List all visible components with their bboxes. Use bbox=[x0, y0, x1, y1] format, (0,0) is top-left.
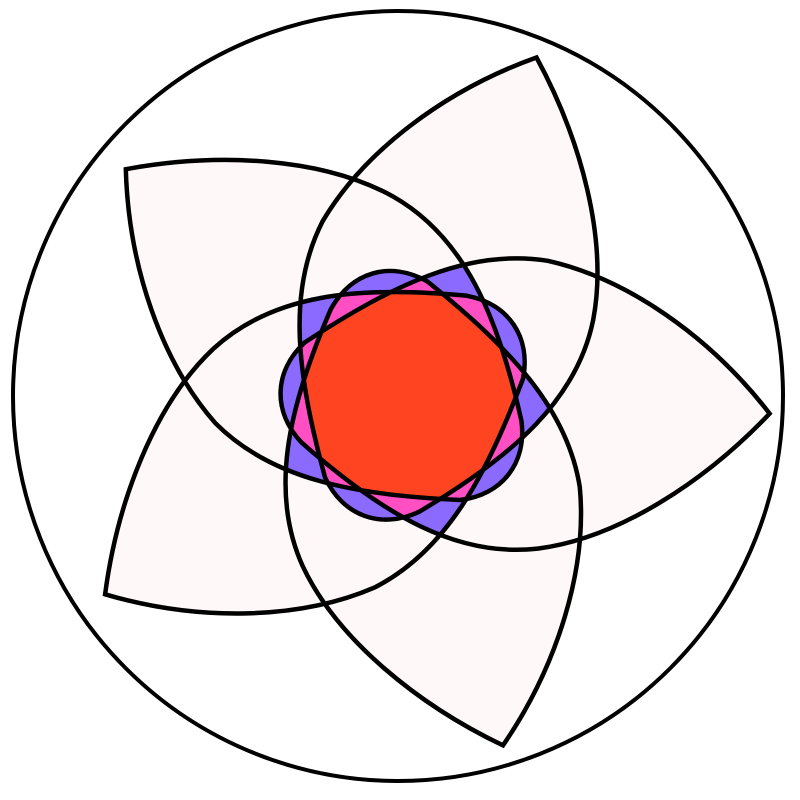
set-5-core-outline bbox=[297, 54, 600, 522]
venn-outlines bbox=[102, 54, 773, 749]
boundary-circle bbox=[11, 9, 785, 783]
intersection-1-2-3-4-5-region bbox=[299, 291, 523, 500]
